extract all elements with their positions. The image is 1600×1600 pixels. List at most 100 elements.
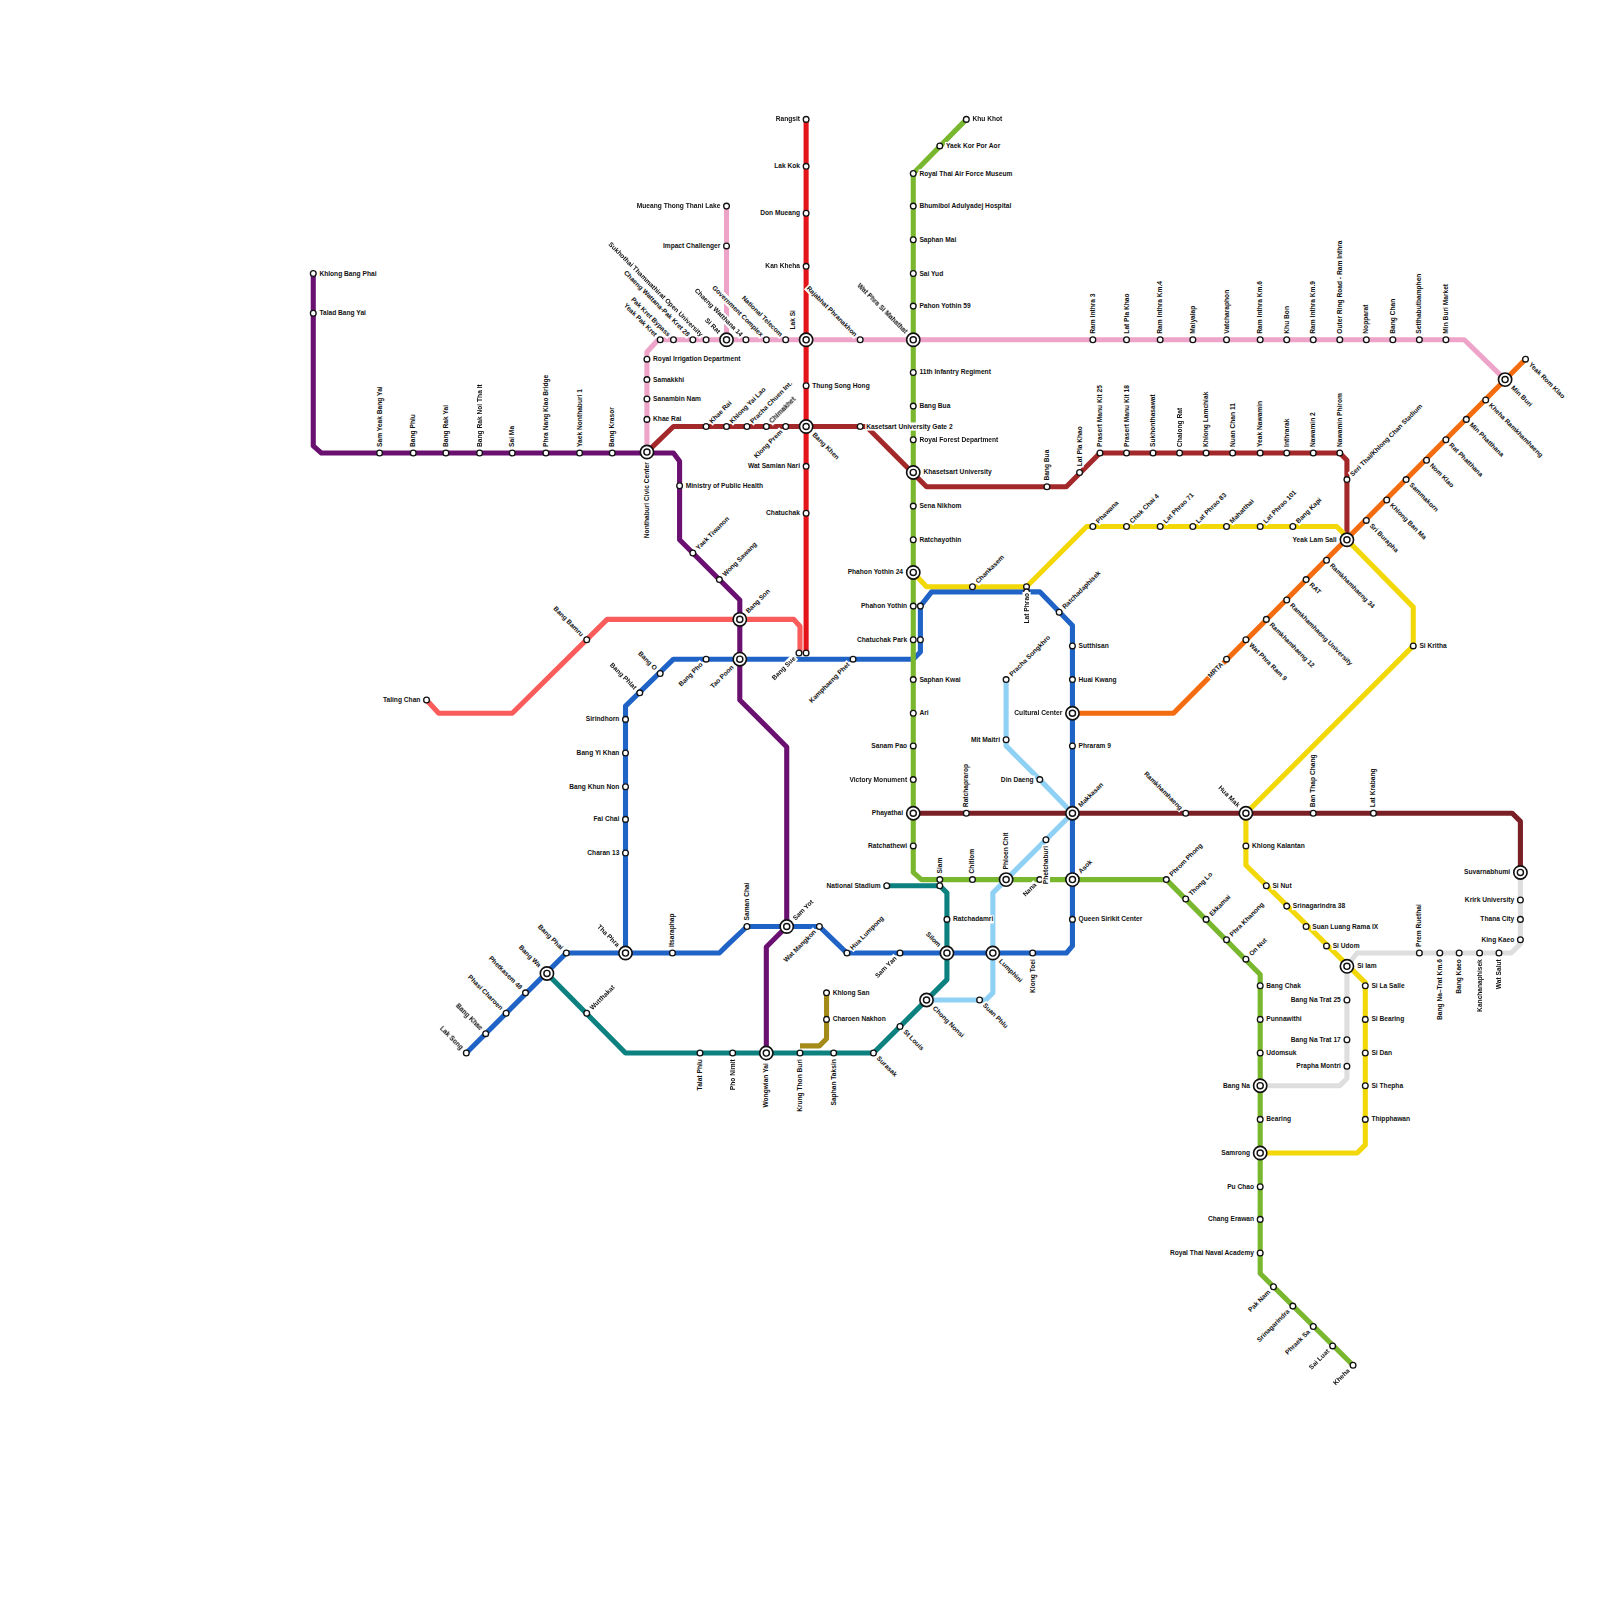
station-label: Thung Song Hong xyxy=(811,382,871,390)
station-label: Thana City xyxy=(1479,915,1515,923)
station-dot xyxy=(1066,873,1079,886)
station-dot xyxy=(377,450,383,456)
station-label: Royal Forest Department xyxy=(918,436,999,444)
station-dot xyxy=(657,671,663,677)
station-label: Khae Rai xyxy=(652,415,682,423)
station-dot xyxy=(1203,450,1209,456)
station-dot xyxy=(1424,457,1430,463)
station-label: Phraek Sa xyxy=(1283,1327,1313,1357)
station-dot xyxy=(1069,710,1075,716)
station-label: Tao Poon xyxy=(708,663,736,691)
station-label: MRTA xyxy=(1205,660,1225,680)
station-dot xyxy=(910,603,916,609)
station-dot xyxy=(1224,937,1230,943)
station-dot xyxy=(1340,960,1353,973)
station-label: Ram Inthra Km.9 xyxy=(1309,280,1317,335)
station-dot xyxy=(623,784,629,790)
station-label: Huai Kwang xyxy=(1078,676,1118,684)
station-dot xyxy=(1257,1083,1263,1089)
station-dot xyxy=(609,450,615,456)
station-dot xyxy=(1284,597,1290,603)
station-label: Sukhonthasawat xyxy=(1149,393,1157,448)
station-dot xyxy=(910,337,916,343)
station-label: Saphan Taksin xyxy=(830,1058,838,1106)
station-dot xyxy=(670,950,676,956)
station-dot xyxy=(944,917,950,923)
station-dot xyxy=(1090,337,1096,343)
station-dot xyxy=(1257,337,1263,343)
station-dot xyxy=(1344,997,1350,1003)
station-dot xyxy=(410,450,416,456)
station-label: Setthabutbamphen xyxy=(1415,273,1423,335)
station-label: Yaek Nonthaburi 1 xyxy=(576,388,584,448)
station-dot xyxy=(760,1046,773,1059)
station-label: Bang Chan xyxy=(1389,298,1397,335)
station-label: Ram Inthra Km.6 xyxy=(1256,280,1264,335)
station-dot xyxy=(523,990,529,996)
station-dot xyxy=(723,337,729,343)
station-label: Phahon Yothin 24 xyxy=(847,568,904,576)
station-label: Ratchaprarop xyxy=(962,763,970,808)
station-dot xyxy=(703,337,709,343)
station-label: Chankasem xyxy=(973,552,1007,586)
station-label: Phra Khanong xyxy=(1227,900,1266,939)
station-dot xyxy=(910,469,916,475)
station-label: 11th Infantry Regiment xyxy=(918,368,992,376)
station-dot xyxy=(1324,943,1330,949)
station-dot xyxy=(677,483,683,489)
station-label: Khlong Lamchiak xyxy=(1202,391,1210,448)
station-label: Thong Lo xyxy=(1186,870,1215,899)
station-dot xyxy=(1284,450,1290,456)
station-label: Charan 13 xyxy=(586,849,620,857)
station-label: Pahon Yothin 59 xyxy=(918,302,971,310)
station-dot xyxy=(1518,897,1524,903)
station-dot xyxy=(1271,1284,1277,1290)
station-label: Sai Luat xyxy=(1306,1347,1331,1372)
station-dot xyxy=(1183,810,1189,816)
station-label: Krung Thon Buri xyxy=(796,1058,804,1113)
station-label: St Louis xyxy=(901,1027,927,1053)
station-label: Lat Pla Khao xyxy=(1122,292,1130,334)
pink-line xyxy=(647,206,1505,452)
station-label: Inthrarak xyxy=(1283,418,1291,448)
station-dot xyxy=(690,337,696,343)
station-dot xyxy=(803,163,809,169)
station-dot xyxy=(1263,883,1269,889)
station-dot xyxy=(970,584,976,590)
station-dot xyxy=(1496,950,1502,956)
station-label: Suan Phlu xyxy=(980,1001,1010,1031)
red-line xyxy=(804,119,809,653)
station-label: Itsaraphap xyxy=(668,912,676,948)
station-label: Phraram 9 xyxy=(1078,742,1112,750)
station-label: Bang Khun Non xyxy=(568,783,620,791)
station-dot xyxy=(803,117,809,123)
station-dot xyxy=(783,424,789,430)
station-label: Pho Nimit xyxy=(729,1058,737,1091)
airport-link-line xyxy=(913,813,1520,872)
station-dot xyxy=(937,877,943,883)
station-dot xyxy=(1518,917,1524,923)
station-dot xyxy=(1003,737,1009,743)
station-label: Bang Phlu xyxy=(409,413,417,448)
station-dot xyxy=(584,637,590,643)
station-label: National Stadium xyxy=(825,882,881,890)
station-dot xyxy=(1403,477,1409,483)
station-label: Khlong San xyxy=(832,989,871,997)
station-dot xyxy=(477,450,483,456)
station-dot xyxy=(1257,1017,1263,1023)
station-label: Bang Kaeo xyxy=(1455,958,1463,995)
station-label: Pak Nam xyxy=(1246,1287,1273,1314)
station-label: Ratchadamri xyxy=(952,915,994,923)
station-dot xyxy=(1371,810,1377,816)
station-label: Bang Rak Yai xyxy=(442,404,450,448)
station-label: Srinagarindra 38 xyxy=(1292,902,1346,910)
station-dot xyxy=(1150,450,1156,456)
station-label: Ban Thap Chang xyxy=(1309,753,1317,808)
station-dot xyxy=(563,950,569,956)
station-label: Lak Si xyxy=(789,309,797,331)
station-dot xyxy=(703,656,709,662)
station-dot xyxy=(1257,1184,1263,1190)
station-label: Saphan Mai xyxy=(918,236,957,244)
station-label: King Kaeo xyxy=(1480,936,1515,944)
station-dot xyxy=(1290,524,1296,530)
